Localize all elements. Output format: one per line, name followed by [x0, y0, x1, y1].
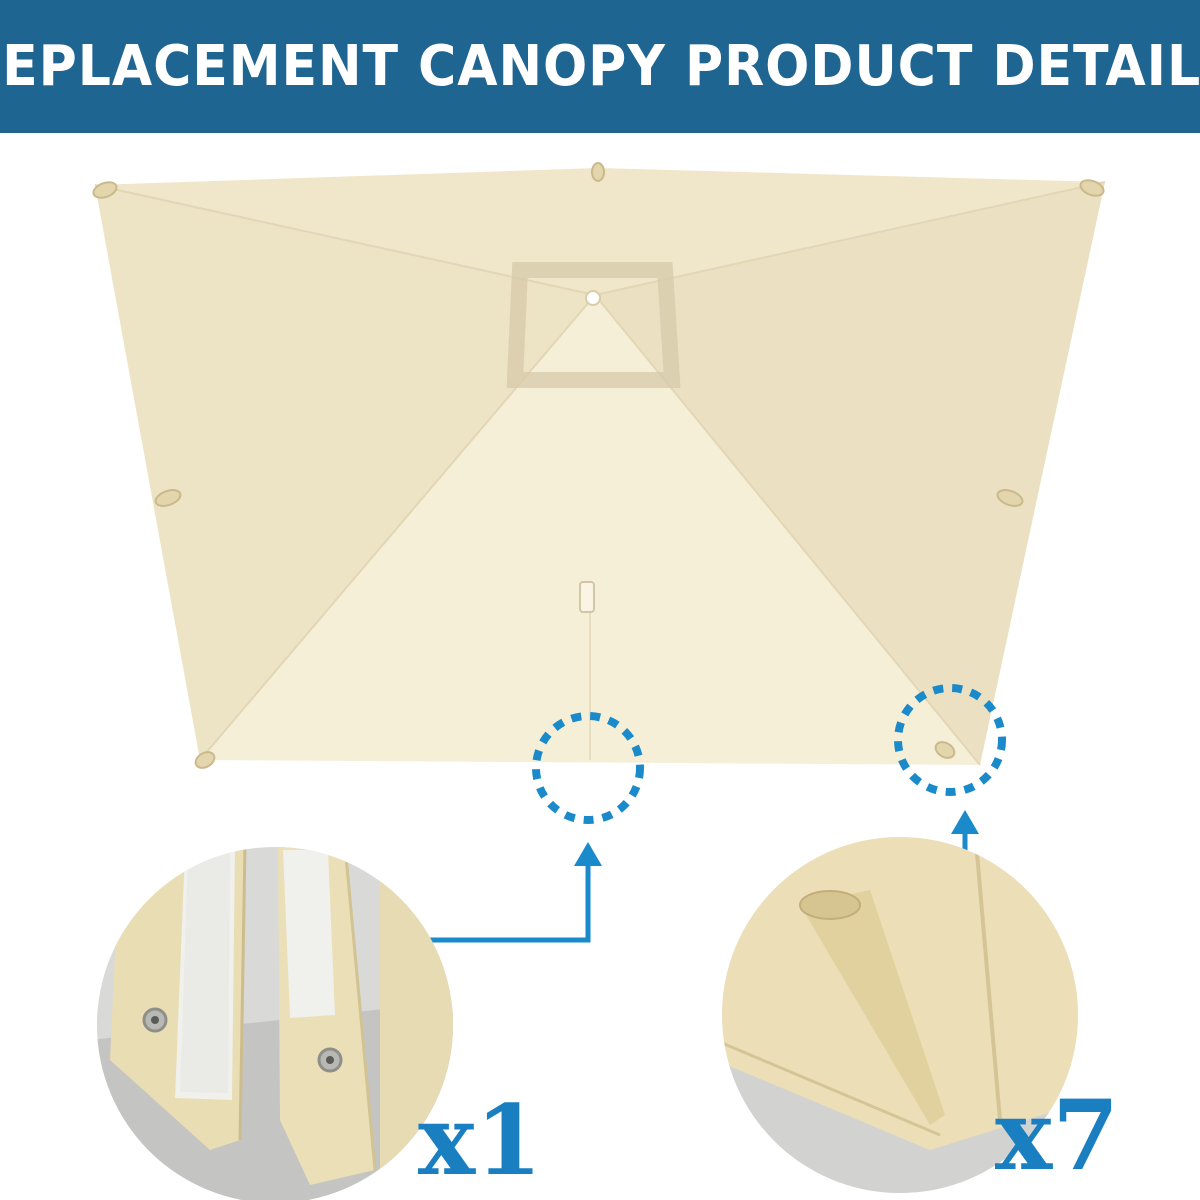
quantity-label-x7: x7: [995, 1079, 1120, 1192]
quantity-label-x1: x1: [418, 1084, 543, 1197]
connector-arrow-right: [951, 810, 979, 852]
page-title: REPLACEMENT CANOPY PRODUCT DETAILS: [0, 34, 1200, 99]
connector-arrow-left: [420, 842, 602, 943]
highlight-circle-center: [532, 712, 644, 824]
highlight-circle-corner: [894, 684, 1006, 796]
velcro-detail-image: [97, 847, 453, 1200]
header-banner: REPLACEMENT CANOPY PRODUCT DETAILS: [0, 0, 1200, 133]
canopy-image: [92, 162, 1106, 769]
product-illustration: x1 x7: [0, 133, 1200, 1200]
